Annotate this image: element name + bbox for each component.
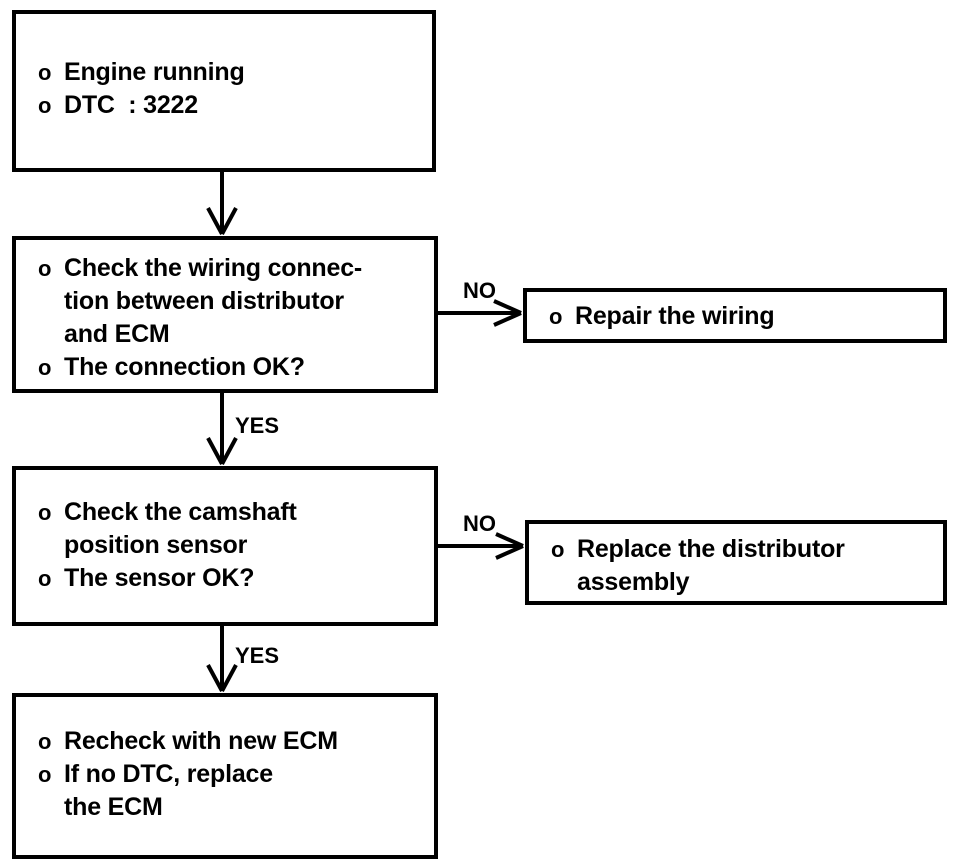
bullet-text: The sensor OK?: [64, 564, 255, 592]
bullet-marker-icon: o: [38, 729, 52, 754]
bullet-item: o Check the camshaft: [16, 496, 434, 529]
edge-label-check-sensor-no: NO: [463, 511, 496, 536]
bullet-marker-icon: o: [38, 256, 52, 281]
bullet-continuation-text: the ECM: [64, 793, 163, 821]
bullet-continuation-text: tion between distributor: [64, 287, 344, 315]
edge-label-check-wiring-no: NO: [463, 278, 496, 303]
bullet-item: o Recheck with new ECM: [16, 725, 434, 758]
bullet-continuation-text: assembly: [577, 568, 690, 596]
bullet-continuation-text: and ECM: [64, 320, 170, 348]
repair-wiring-box-content: o Repair the wiring: [527, 300, 943, 333]
check-wiring-box: o Check the wiring connec-tion between di…: [12, 236, 438, 393]
check-wiring-box-content: o Check the wiring connec-tion between di…: [16, 252, 434, 384]
bullet-marker-icon: o: [38, 93, 52, 118]
recheck-ecm-box: o Recheck with new ECM o If no DTC, replace…: [12, 693, 438, 859]
bullet-text: Check the camshaft: [64, 498, 297, 526]
bullet-item: o DTC : 3222: [16, 89, 432, 122]
replace-distributor-box: o Replace the distributor assembly: [525, 520, 947, 605]
replace-distributor-box-content: o Replace the distributor assembly: [529, 533, 943, 599]
bullet-marker-icon: o: [38, 60, 52, 85]
bullet-text: Replace the distributor: [577, 535, 845, 563]
connector-check-wiring-yes-arrowhead-icon: [206, 437, 238, 465]
connector-start-to-check-wiring-arrowhead-icon: [206, 207, 238, 235]
bullet-text: DTC : 3222: [64, 91, 198, 119]
bullet-item: o Replace the distributor: [529, 533, 943, 566]
recheck-ecm-box-content: o Recheck with new ECM o If no DTC, replace…: [16, 725, 434, 824]
edge-label-check-sensor-yes: YES: [235, 643, 280, 668]
bullet-item: o The connection OK?: [16, 351, 434, 384]
bullet-text: If no DTC, replace: [64, 760, 273, 788]
connector-check-sensor-yes-arrowhead-icon: [206, 664, 238, 692]
bullet-marker-icon: o: [38, 762, 52, 787]
connector-check-wiring-no-arrowhead-icon: [493, 299, 522, 327]
bullet-item: o The sensor OK?: [16, 562, 434, 595]
bullet-text: Engine running: [64, 58, 245, 86]
bullet-marker-icon: o: [551, 537, 565, 562]
bullet-marker-icon: o: [38, 566, 52, 591]
bullet-item: o Engine running: [16, 56, 432, 89]
connector-check-sensor-no-arrowhead-icon: [495, 532, 524, 560]
bullet-text: Recheck with new ECM: [64, 727, 338, 755]
bullet-continuation-text: position sensor: [64, 531, 248, 559]
bullet-item: o Check the wiring connec-: [16, 252, 434, 285]
repair-wiring-box: o Repair the wiring: [523, 288, 947, 343]
bullet-text: Check the wiring connec-: [64, 254, 363, 282]
bullet-marker-icon: o: [38, 355, 52, 380]
bullet-item: o Repair the wiring: [527, 300, 943, 333]
bullet-marker-icon: o: [549, 304, 563, 329]
bullet-text: The connection OK?: [64, 353, 305, 381]
edge-label-check-wiring-yes: YES: [235, 413, 280, 438]
bullet-marker-icon: o: [38, 500, 52, 525]
bullet-text: Repair the wiring: [575, 302, 775, 330]
bullet-item: o If no DTC, replace: [16, 758, 434, 791]
